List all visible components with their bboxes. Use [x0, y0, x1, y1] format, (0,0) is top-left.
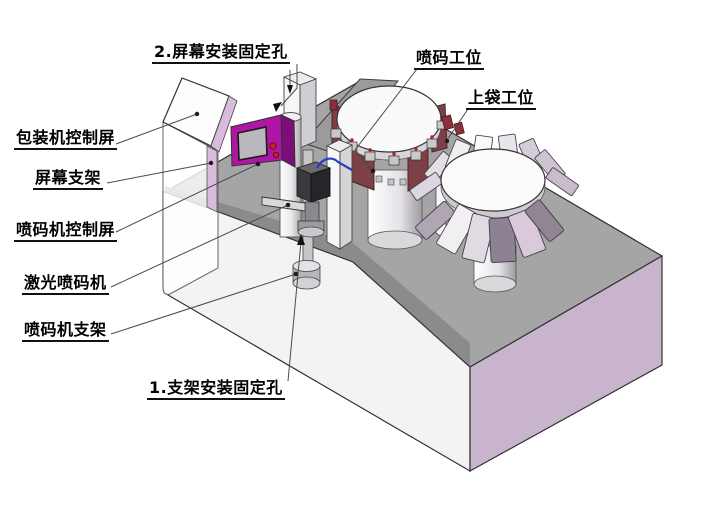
laser-coder-assembly — [261, 149, 353, 290]
label-laser-coder: 激光喷码机 — [22, 274, 109, 295]
leader-packer-screen — [115, 111, 200, 145]
rotary-table-coding — [329, 85, 465, 250]
label-packer-control-screen: 包装机控制屏 — [14, 129, 118, 150]
coder-lens — [304, 201, 320, 223]
transfer-clamps — [329, 99, 465, 136]
coder-control-screen — [229, 114, 296, 168]
rotary-table-bagging — [409, 133, 579, 293]
leader-screen-holes — [273, 64, 298, 112]
label-screen-mount-holes: 2.屏幕安装固定孔 — [152, 43, 290, 64]
leader-bag-station — [444, 108, 469, 144]
hmi-display — [237, 126, 268, 161]
hmi-button-1 — [269, 142, 277, 150]
bracket-panel — [162, 121, 219, 295]
label-coding-station: 喷码工位 — [414, 49, 485, 70]
bagging-table-disc — [440, 148, 546, 212]
coder-cable — [316, 157, 353, 171]
coder-body-side — [310, 167, 331, 203]
screen-bracket — [162, 121, 219, 295]
bagging-petals-front — [415, 199, 564, 264]
leader-laser-coder — [110, 202, 291, 288]
leader-screen-bracket — [106, 160, 214, 184]
packer-screen-edge — [210, 95, 238, 153]
label-coder-control-screen: 喷码机控制屏 — [14, 221, 118, 242]
support-column-mid — [325, 139, 354, 250]
leader-coder-screen — [115, 161, 261, 233]
hmi-side — [280, 114, 296, 168]
leader-bracket-holes — [287, 234, 305, 382]
leader-coder-bracket — [110, 271, 299, 335]
label-bracket-mount-holes: 1.支架安装固定孔 — [147, 379, 285, 400]
bracket-edge-pink — [206, 145, 218, 213]
leader-lines — [106, 64, 469, 382]
base-right-face — [469, 254, 663, 473]
leader-coding-station — [354, 68, 418, 174]
coding-table-disc — [336, 85, 442, 153]
packer-control-screen — [162, 77, 238, 153]
label-coder-bracket: 喷码机支架 — [22, 321, 109, 342]
label-bag-loading-station: 上袋工位 — [466, 89, 537, 110]
label-screen-bracket: 屏幕支架 — [33, 169, 104, 190]
coder-body-front — [296, 167, 312, 203]
hmi-button-2 — [272, 151, 280, 159]
